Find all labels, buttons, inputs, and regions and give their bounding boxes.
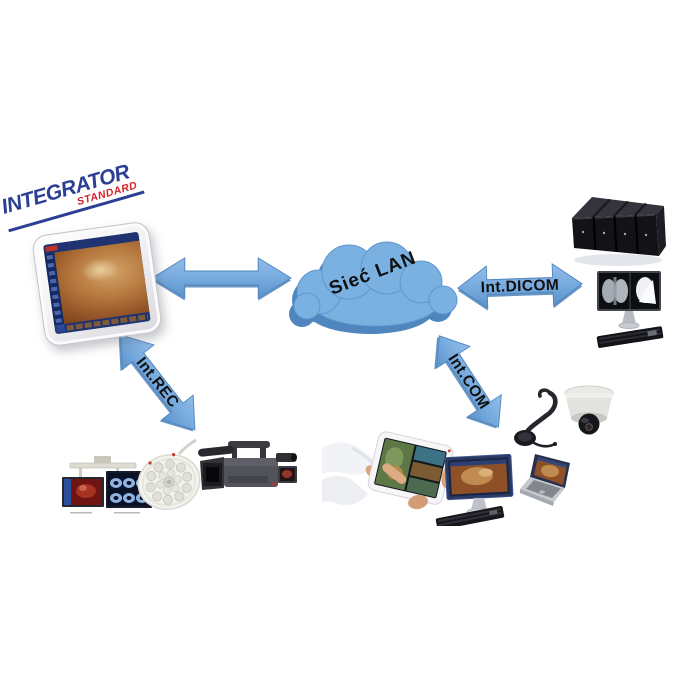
xray-monitor <box>597 271 661 311</box>
server-rack <box>572 197 666 266</box>
video-camcorder <box>198 441 297 490</box>
mount-rail <box>69 462 137 469</box>
endoscopy-monitor <box>62 477 104 507</box>
surgical-lamp <box>137 438 201 511</box>
lan-cloud: Sieć LAN <box>283 228 465 336</box>
desktop-stand <box>471 498 487 510</box>
integrator-touch-station <box>30 220 164 348</box>
doctor-sleeve <box>322 442 378 475</box>
rec-link-arrow: Int.REC <box>101 320 214 446</box>
ptz-dome-camera <box>564 385 614 435</box>
desktop-workstation <box>435 453 514 526</box>
integrator-logo: INTEGRATOR STANDARD <box>0 159 146 233</box>
desktop-monitor <box>444 453 514 501</box>
lamp-arm <box>177 438 197 455</box>
wireless-headset <box>514 388 558 448</box>
dicom-link-label: Int.DICOM <box>480 276 560 297</box>
station-screen <box>43 231 151 335</box>
station-lan-arrow <box>150 256 293 302</box>
camcorder-handle <box>228 441 270 459</box>
headset-mic-boom <box>532 441 557 448</box>
dicom-link-arrow: Int.DICOM <box>455 261 585 313</box>
lamp-head <box>137 453 201 511</box>
camcorder-flip-screen <box>278 466 297 483</box>
tablet-device <box>367 431 454 505</box>
ptz-lens <box>585 423 593 431</box>
tablet-in-hands <box>322 431 459 510</box>
xray-workstation <box>596 271 664 348</box>
rec-link-label: Int.REC <box>132 354 183 412</box>
xray-keyboard <box>596 326 664 348</box>
station-surgery-video <box>54 240 150 324</box>
pointing-finger <box>382 463 407 484</box>
desktop-keyboard <box>435 505 505 526</box>
laptop <box>520 454 570 506</box>
xray-monitor-stand <box>622 311 636 324</box>
mount-bracket <box>94 456 111 463</box>
camcorder-viewfinder <box>276 453 297 462</box>
camcorder-mic <box>198 445 234 457</box>
